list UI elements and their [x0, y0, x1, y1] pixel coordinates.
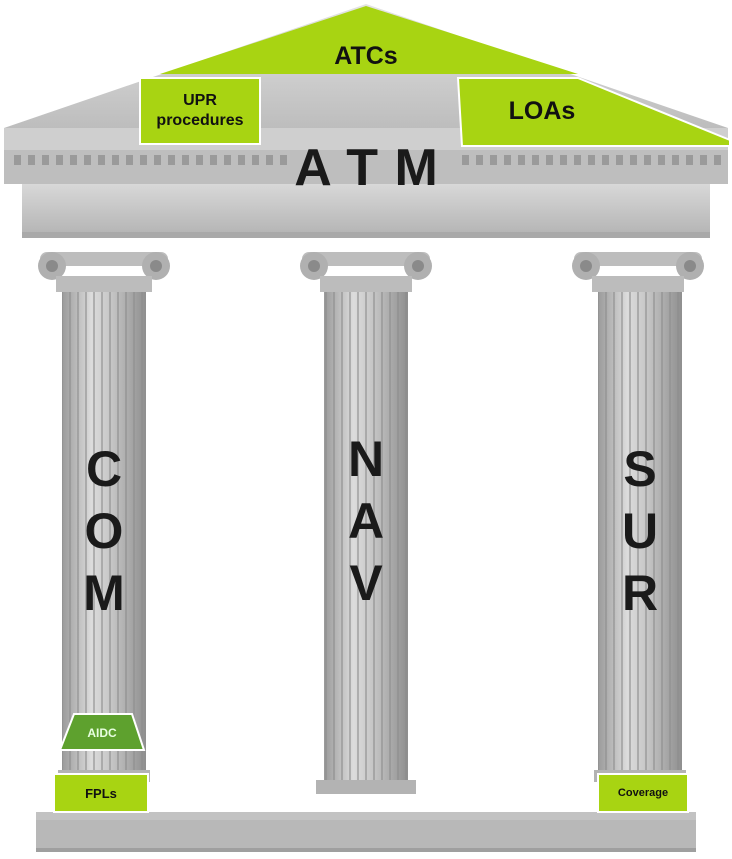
- pillar-nav-base: [316, 780, 416, 794]
- coverage-box: [597, 773, 689, 813]
- loas-label: LOAs: [508, 97, 576, 125]
- upr-procedures-panel: [139, 77, 261, 145]
- temple-base: [36, 812, 696, 852]
- pillar-nav: [300, 252, 432, 780]
- atcs-label: ATCs: [334, 42, 398, 70]
- loas-panel: [456, 77, 731, 147]
- coverage-label: Coverage: [617, 787, 669, 799]
- pillar-com: [38, 252, 170, 770]
- atm-label: A T M: [294, 139, 438, 197]
- pillar-sur-letters: S U R: [621, 441, 659, 621]
- pillar-sur: [572, 252, 704, 770]
- dentil-frieze: [14, 155, 721, 165]
- pillar-nav-letters: N A V: [347, 431, 385, 611]
- upr-procedures-label: UPR procedures: [156, 92, 244, 129]
- aidc-label: AIDC: [87, 726, 117, 740]
- fpls-label: FPLs: [85, 786, 117, 801]
- aidc-tag: [58, 713, 146, 751]
- fpls-box: [53, 773, 149, 813]
- pillar-com-letters: C O M: [83, 441, 125, 621]
- atcs-roof-banner: [160, 6, 578, 74]
